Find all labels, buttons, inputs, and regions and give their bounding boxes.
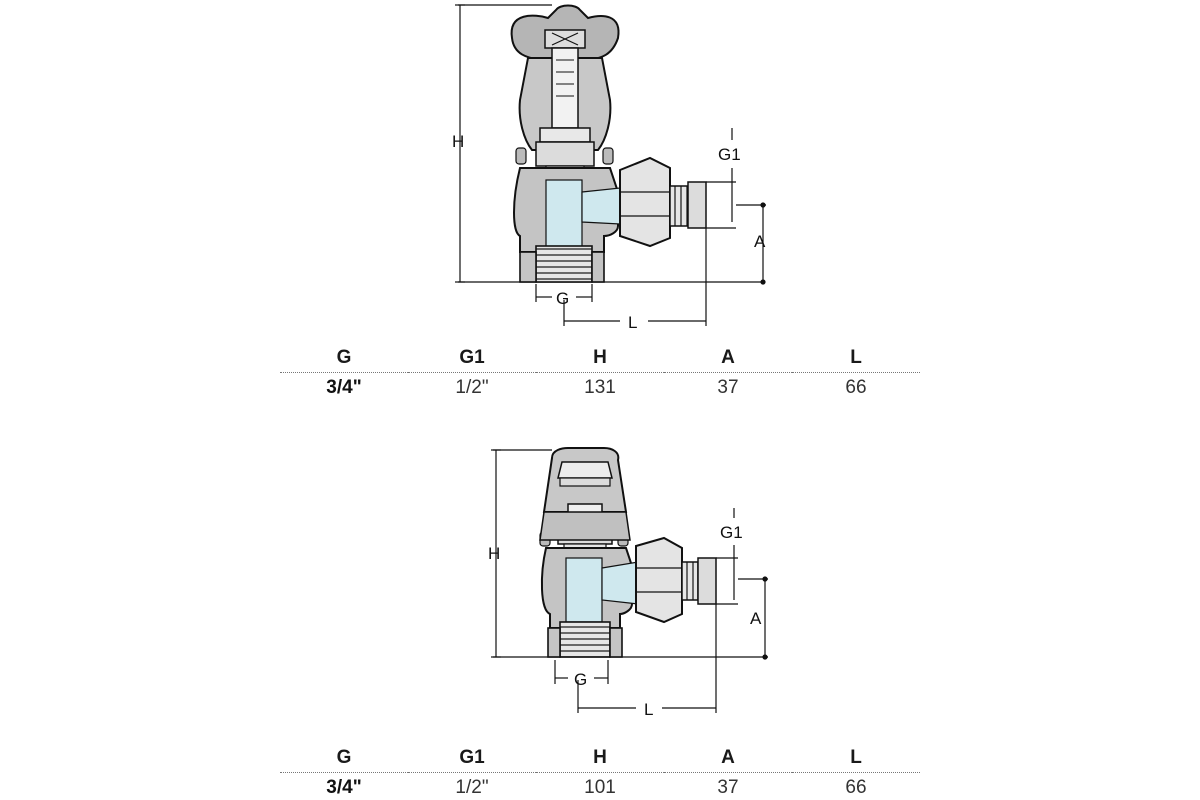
valve-2-spec-table: G G1 H A L 3/4" 1/2" 101 37 66 <box>280 747 920 799</box>
valve-2-label-g1: G1 <box>720 523 743 542</box>
cell-g: 3/4" <box>326 777 362 798</box>
column-header-g: G <box>336 347 352 368</box>
cell-l: 66 <box>845 777 867 798</box>
column-header-g1: G1 <box>459 747 485 768</box>
table-header-row: G G1 H A L <box>280 747 920 773</box>
column-header-a: A <box>721 347 735 368</box>
valve-1-label-l: L <box>628 313 637 332</box>
valve-2-body <box>539 447 717 658</box>
column-header-g: G <box>336 747 352 768</box>
cell-g1: 1/2" <box>455 777 489 798</box>
valve-2-dim-h <box>491 449 768 658</box>
cell-a: 37 <box>717 777 739 798</box>
column-header-a: A <box>721 747 735 768</box>
valve-2-label-l: L <box>644 700 653 719</box>
valve-1-body <box>510 4 707 283</box>
table-row: 3/4" 1/2" 131 37 66 <box>280 373 920 400</box>
column-header-h: H <box>593 747 607 768</box>
valve-1-label-g1: G1 <box>718 145 741 164</box>
valve-2-label-h: H <box>488 544 500 563</box>
valve-2-dim-l <box>577 604 717 713</box>
column-header-l: L <box>850 747 862 768</box>
valve-2-dim-a <box>738 576 768 660</box>
valve-1-spec-table: G G1 H A L 3/4" 1/2" 131 37 66 <box>280 347 920 399</box>
valve-1-drawing: H <box>452 4 766 332</box>
valve-1-dim-h <box>455 4 765 283</box>
valve-2-dim-g <box>554 660 609 684</box>
table-row: 3/4" 1/2" 101 37 66 <box>280 773 920 800</box>
valve-1-dim-g1 <box>706 128 736 229</box>
column-header-g1: G1 <box>459 347 485 368</box>
valve-1-label-g: G <box>556 289 569 308</box>
cell-h: 101 <box>584 777 616 798</box>
cell-a: 37 <box>717 377 739 398</box>
valve-1-dim-g <box>535 284 593 302</box>
valve-2-label-g: G <box>574 670 587 689</box>
valve-2-label-a: A <box>750 609 762 628</box>
valve-2-dim-g1 <box>716 508 738 605</box>
column-header-l: L <box>850 347 862 368</box>
valve-1-dim-a <box>736 202 766 285</box>
cell-g: 3/4" <box>326 377 362 398</box>
column-header-h: H <box>593 347 607 368</box>
valve-1-label-h: H <box>452 132 464 151</box>
cell-h: 131 <box>584 377 616 398</box>
cell-g1: 1/2" <box>455 377 489 398</box>
table-header-row: G G1 H A L <box>280 347 920 373</box>
valve-1-label-a: A <box>754 232 766 251</box>
valve-1-dim-l <box>563 228 707 326</box>
cell-l: 66 <box>845 377 867 398</box>
valve-2-drawing: H <box>488 447 768 719</box>
